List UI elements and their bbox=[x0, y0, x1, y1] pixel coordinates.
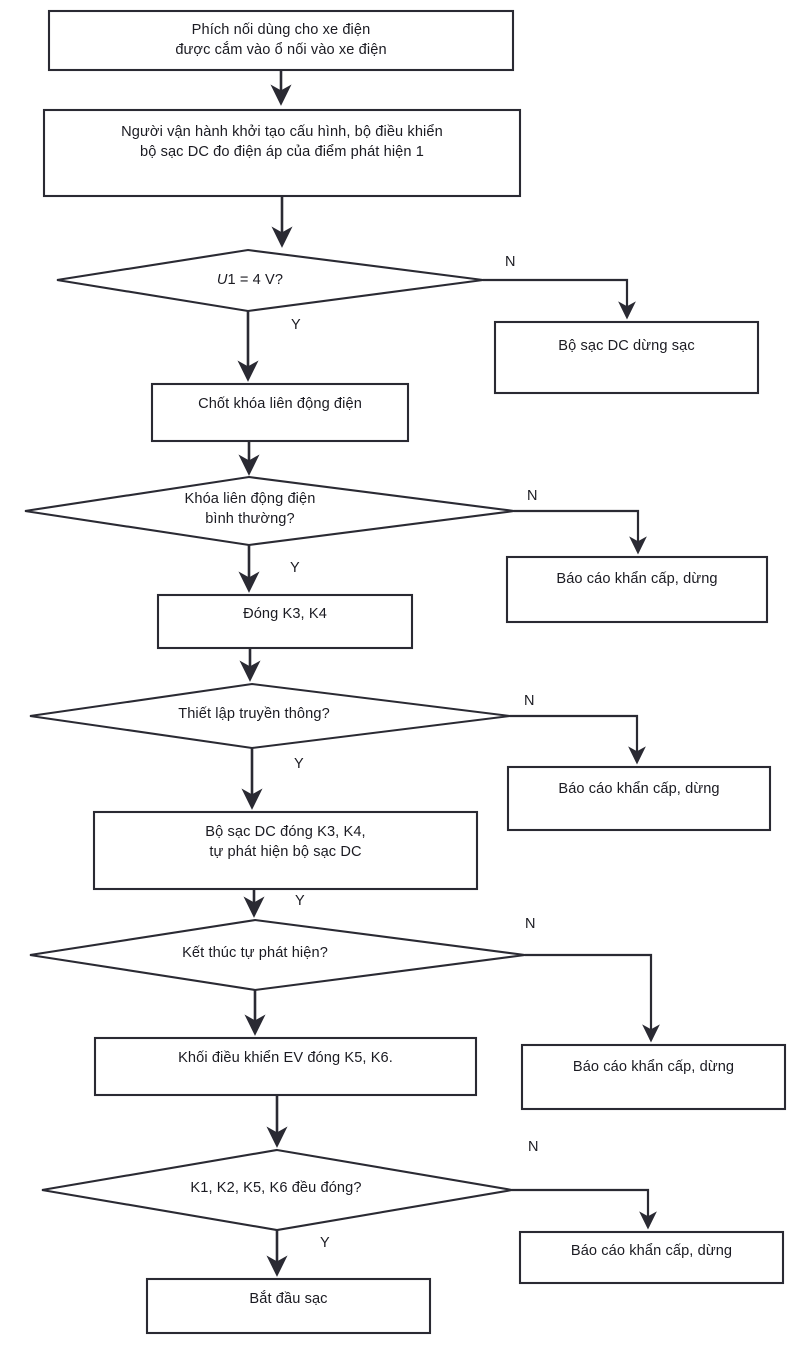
branch-label-d3-yes: Y bbox=[294, 756, 304, 772]
edge-d4-n9 bbox=[525, 953, 660, 1043]
edge-d2-n5 bbox=[514, 509, 647, 555]
node-box-n10 bbox=[93, 1036, 478, 1097]
node-diamond-d3 bbox=[29, 682, 511, 750]
node-box-n4 bbox=[150, 382, 410, 443]
node-box-n9 bbox=[520, 1043, 787, 1111]
node-diamond-d1 bbox=[56, 248, 484, 313]
edge-d5-n11 bbox=[512, 1188, 657, 1230]
edge-d1-n3 bbox=[483, 278, 636, 320]
branch-label-d3-no: N bbox=[524, 693, 535, 709]
node-box-n2 bbox=[42, 108, 522, 198]
node-diamond-d5 bbox=[41, 1148, 513, 1232]
branch-label-d5-no: N bbox=[528, 1139, 539, 1155]
branch-label-d2-yes: Y bbox=[290, 560, 300, 576]
branch-label-d5-yes: Y bbox=[320, 1235, 330, 1251]
node-box-n5 bbox=[505, 555, 769, 624]
branch-label-d4-no: N bbox=[525, 916, 536, 932]
node-box-n3 bbox=[493, 320, 760, 395]
branch-label-d4-yes: Y bbox=[295, 893, 305, 909]
branch-label-d1-yes: Y bbox=[291, 317, 301, 333]
node-box-n8 bbox=[92, 810, 479, 891]
node-diamond-d2 bbox=[24, 475, 515, 547]
node-box-n7 bbox=[506, 765, 772, 832]
branch-label-d2-no: N bbox=[527, 488, 538, 504]
node-box-n11 bbox=[518, 1230, 785, 1285]
node-box-n6 bbox=[156, 593, 414, 650]
edge-d3-n7 bbox=[510, 714, 646, 765]
node-box-n1 bbox=[47, 9, 515, 72]
branch-label-d1-no: N bbox=[505, 254, 516, 270]
node-diamond-d4 bbox=[29, 918, 526, 992]
node-box-n12 bbox=[145, 1277, 432, 1335]
